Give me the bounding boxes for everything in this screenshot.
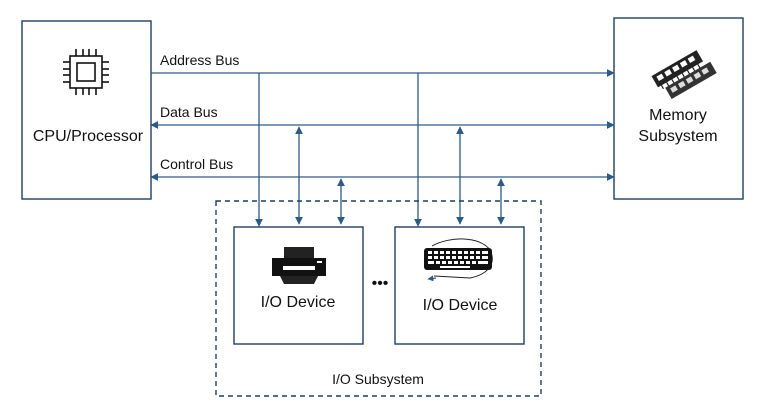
more-devices-ellipsis: ••• [372, 275, 389, 292]
ram-module-icon [651, 50, 717, 100]
data-bus: Data Bus [150, 104, 615, 129]
cpu-label: CPU/Processor [33, 128, 144, 145]
io-device-2-label: I/O Device [423, 297, 498, 314]
control-bus: Control Bus [150, 156, 615, 181]
data-bus-label: Data Bus [160, 104, 218, 120]
io-subsystem: I/O Subsystem [215, 200, 542, 397]
io-subsystem-label: I/O Subsystem [332, 371, 424, 387]
device-1-connectors [255, 73, 345, 227]
control-bus-label: Control Bus [160, 156, 233, 172]
address-bus: Address Bus [151, 52, 615, 77]
io-device-1-label: I/O Device [261, 294, 336, 311]
memory-block: Memory Subsystem [613, 17, 744, 200]
cpu-block: CPU/Processor [21, 20, 152, 200]
keyboard-icon [424, 238, 493, 282]
memory-label-line1: Memory [649, 107, 707, 124]
memory-label-line2: Subsystem [638, 128, 717, 145]
printer-icon [272, 247, 326, 284]
address-bus-label: Address Bus [160, 52, 239, 68]
cpu-chip-icon [63, 49, 109, 95]
io-device-1: I/O Device [233, 226, 364, 345]
device-2-connectors [414, 73, 505, 227]
io-device-2: I/O Device [394, 226, 525, 345]
